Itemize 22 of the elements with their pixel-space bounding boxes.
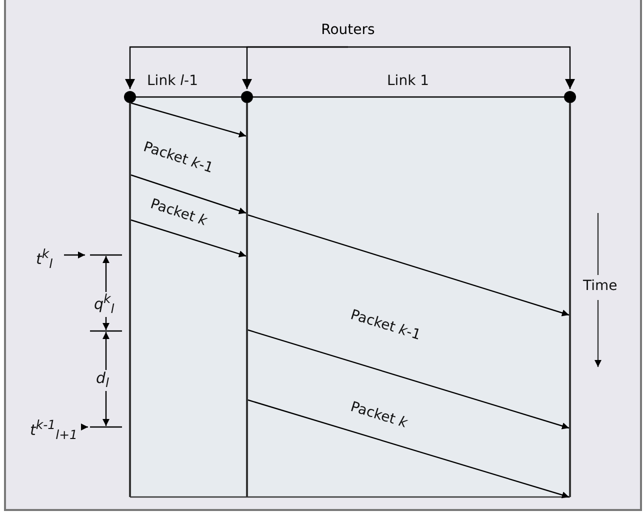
link-line (253, 96, 564, 98)
packet-label: Packet k-1 (142, 140, 215, 176)
arrow (348, 46, 575, 89)
arrow (248, 399, 570, 498)
link-line (136, 96, 241, 98)
arrow (130, 174, 246, 214)
arrow (248, 214, 570, 316)
link-label: Link 1 (387, 74, 430, 88)
arrow (130, 219, 246, 258)
axis-label: Time (583, 279, 618, 293)
packet-label: Packet k-1 (348, 308, 422, 343)
packet-label: Packet k (348, 400, 409, 430)
timeline-bar (129, 103, 131, 497)
timeline-bar (569, 103, 571, 497)
arrow (242, 46, 348, 89)
packet-label: Packet k (148, 197, 209, 228)
group-label: Routers (318, 22, 378, 40)
link-label: Link l-1 (147, 74, 198, 88)
timeline-bar (246, 103, 248, 497)
arrow (130, 102, 246, 138)
arrow (248, 329, 570, 430)
delay-symbol: d$_{l}$ (96, 370, 110, 390)
